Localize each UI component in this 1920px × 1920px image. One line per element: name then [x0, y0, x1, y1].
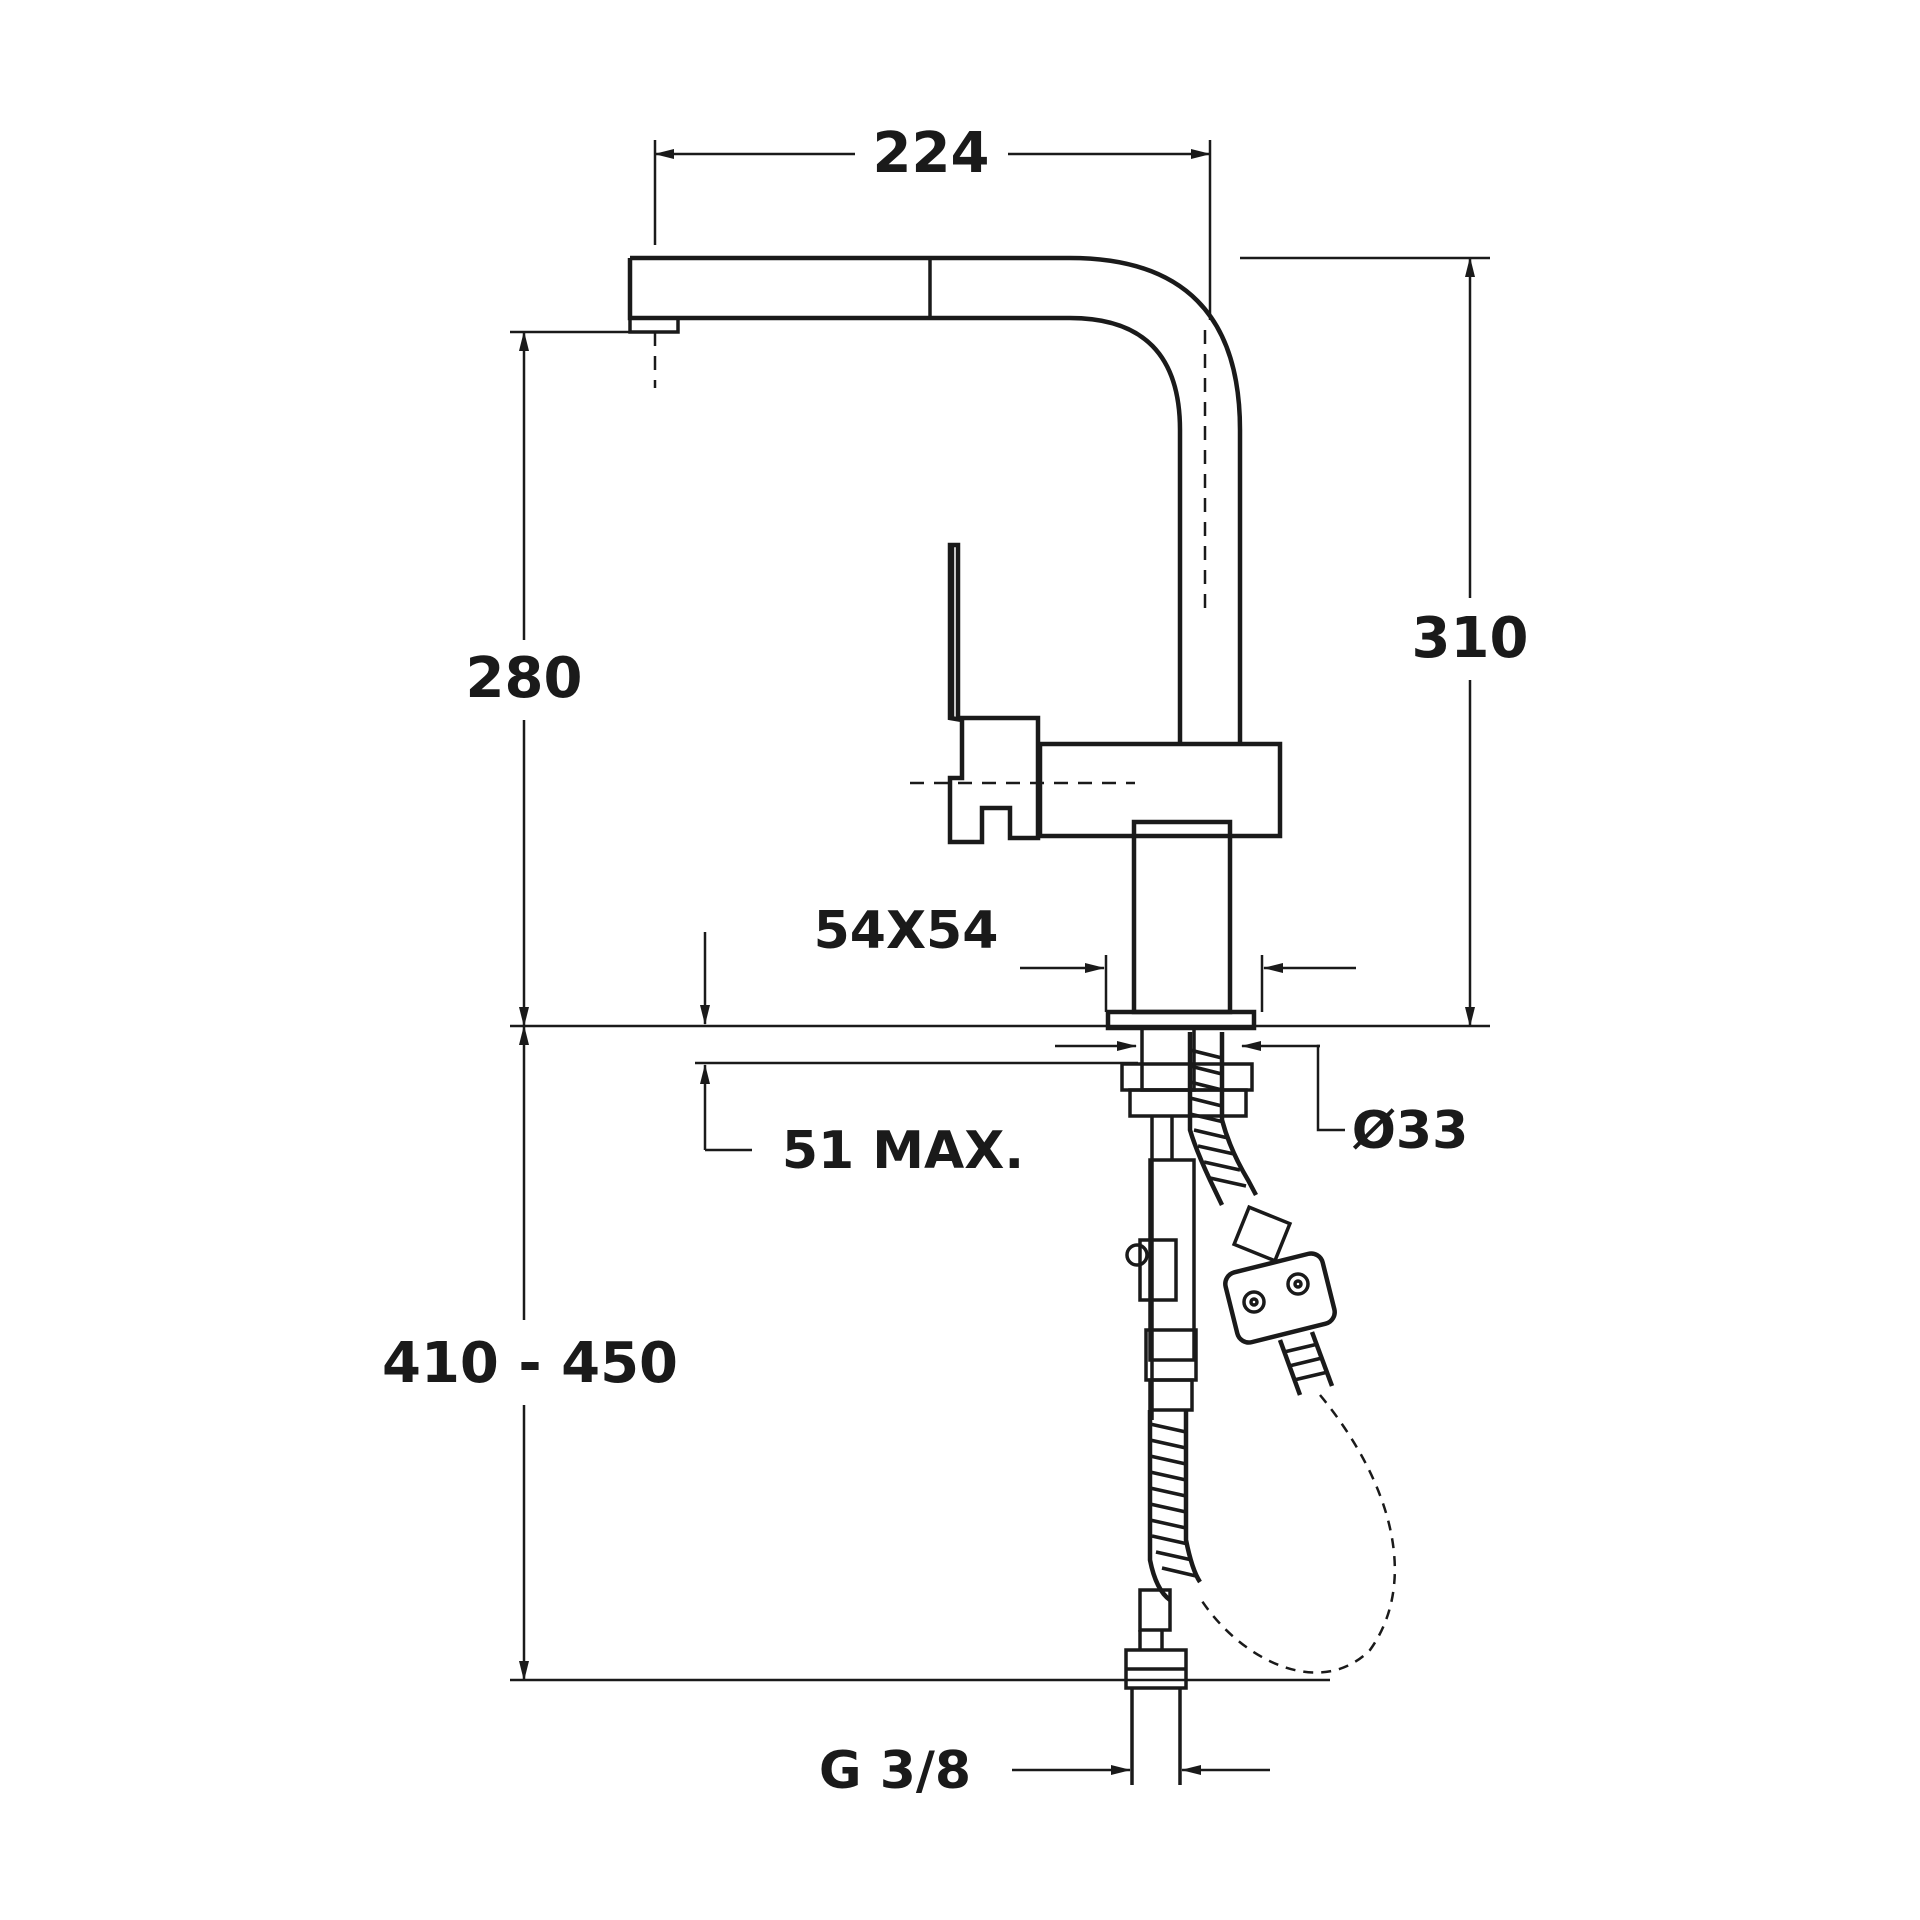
dim-410-450-label: 410 - 450	[382, 1331, 678, 1396]
hose-weight	[1198, 1204, 1397, 1674]
faucet-spout	[627, 255, 1243, 745]
dim-51max-line	[700, 932, 752, 1152]
dim-224-label: 224	[873, 121, 990, 186]
dim-280-label: 280	[466, 646, 583, 711]
reference-lines	[510, 140, 1490, 1682]
dim-310-label: 310	[1412, 606, 1529, 671]
dim-51max-label: 51 MAX.	[782, 1121, 1024, 1181]
dim-g38-label: G 3/8	[819, 1741, 971, 1801]
dim-diameter-line	[1055, 1041, 1345, 1132]
dim-54x54-line	[1020, 955, 1356, 1012]
dim-diameter-label: Ø33	[1352, 1101, 1469, 1161]
dim-54x54-label: 54X54	[814, 901, 999, 961]
supply-hose	[1124, 1032, 1258, 1785]
faucet-body	[910, 542, 1283, 1031]
mounting-assembly	[1120, 1026, 1254, 1420]
